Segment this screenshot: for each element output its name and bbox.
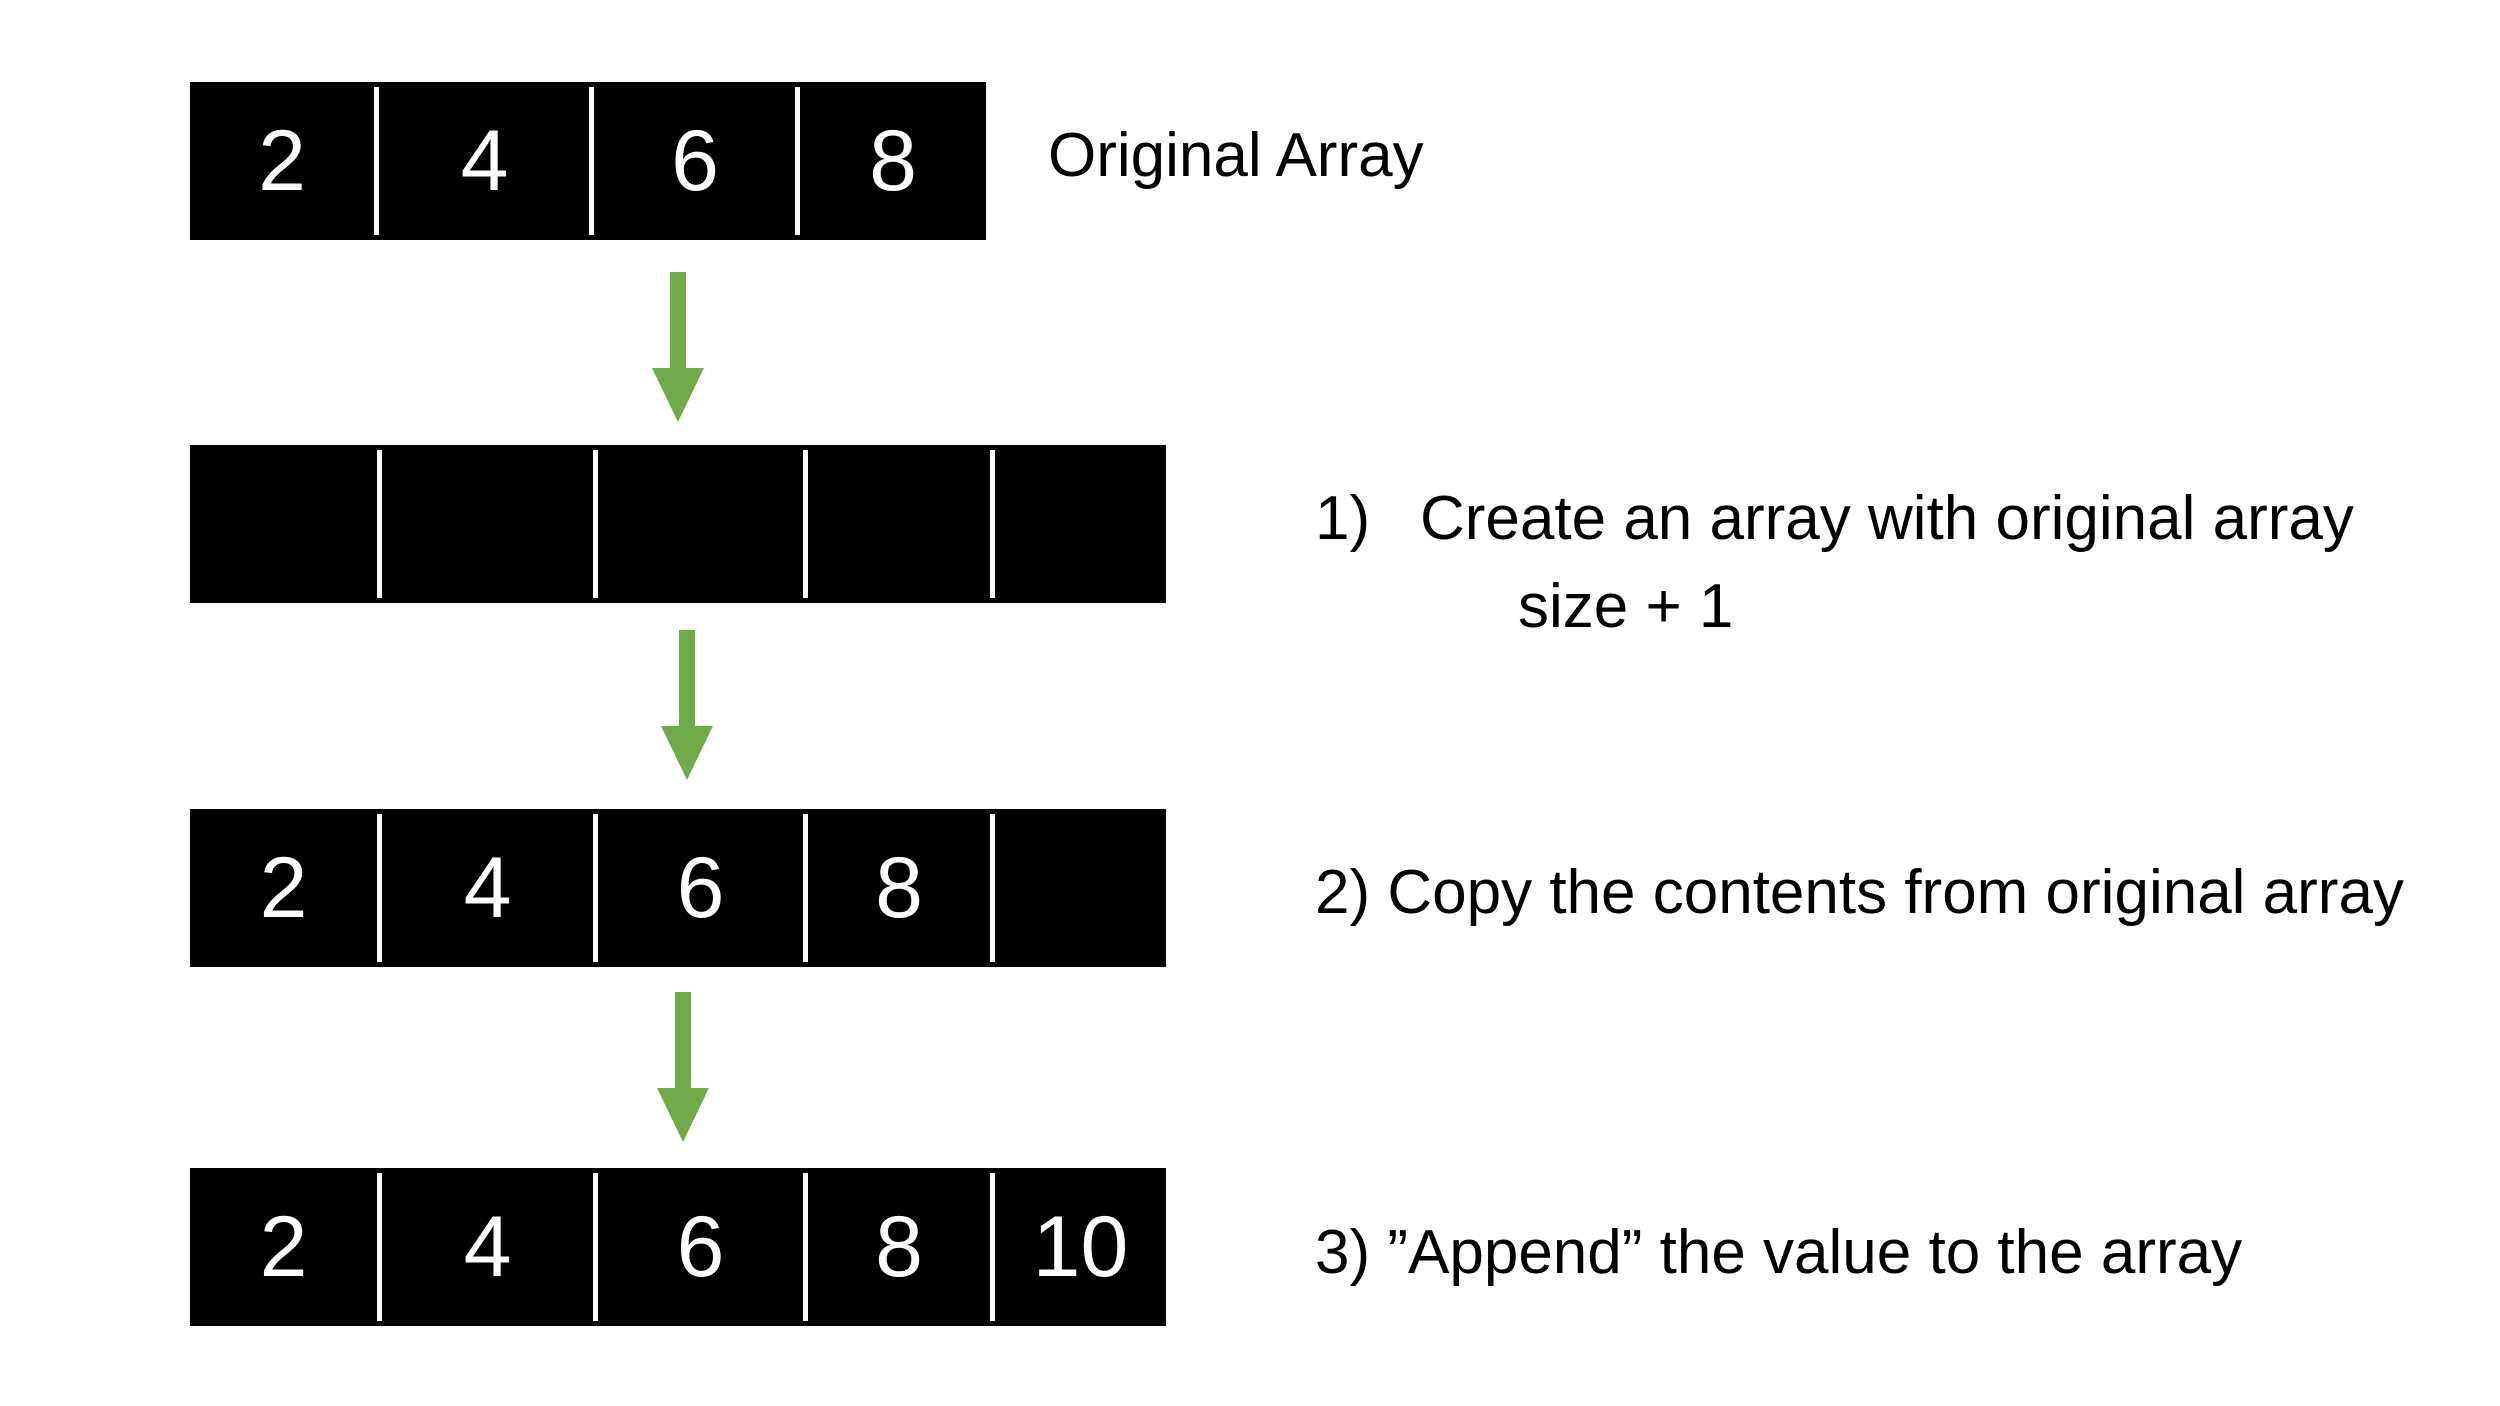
step-1-line-2: size + 1: [1518, 572, 1734, 641]
step-1-line-1: Create an array with original array: [1420, 484, 2354, 553]
cell-divider: [377, 1173, 382, 1321]
array-cell: 10: [995, 1168, 1166, 1326]
array-cell: [382, 445, 593, 603]
cell-divider: [377, 450, 382, 598]
array-cell: 4: [382, 809, 593, 967]
down-arrow-icon: [652, 272, 704, 422]
cell-divider: [593, 814, 598, 962]
cell-divider: [374, 87, 379, 235]
copied-array: 2 4 6 8: [190, 809, 1166, 967]
array-cell: 8: [808, 809, 990, 967]
array-cell: 6: [598, 1168, 803, 1326]
array-cell: 4: [382, 1168, 593, 1326]
cell-divider: [589, 87, 594, 235]
cell-divider: [990, 814, 995, 962]
down-arrow-icon: [661, 630, 713, 780]
cell-divider: [593, 1173, 598, 1321]
array-cell: 8: [800, 82, 986, 240]
array-cell: [190, 445, 377, 603]
new-empty-array: [190, 445, 1166, 603]
cell-divider: [377, 814, 382, 962]
cell-divider: [803, 1173, 808, 1321]
down-arrow-icon: [657, 992, 709, 1142]
array-cell: [995, 809, 1166, 967]
step-3-label: 3) ”Append” the value to the array: [1315, 1218, 2243, 1287]
array-cell: [808, 445, 990, 603]
array-cell: [598, 445, 803, 603]
cell-divider: [990, 1173, 995, 1321]
array-cell: [995, 445, 1166, 603]
cell-divider: [803, 450, 808, 598]
array-cell: 2: [190, 809, 377, 967]
original-array: 2 4 6 8: [190, 82, 986, 240]
original-array-label: Original Array: [1048, 121, 1424, 190]
array-cell: 4: [380, 82, 589, 240]
step-1-number: 1): [1315, 484, 1371, 553]
cell-divider: [803, 814, 808, 962]
array-cell: 2: [190, 82, 374, 240]
array-cell: 6: [594, 82, 796, 240]
cell-divider: [593, 450, 598, 598]
array-cell: 2: [190, 1168, 377, 1326]
array-cell: 8: [808, 1168, 990, 1326]
appended-array: 2 4 6 8 10: [190, 1168, 1166, 1326]
step-2-label: 2) Copy the contents from original array: [1315, 858, 2404, 927]
cell-divider: [990, 450, 995, 598]
cell-divider: [795, 87, 800, 235]
array-cell: 6: [598, 809, 803, 967]
